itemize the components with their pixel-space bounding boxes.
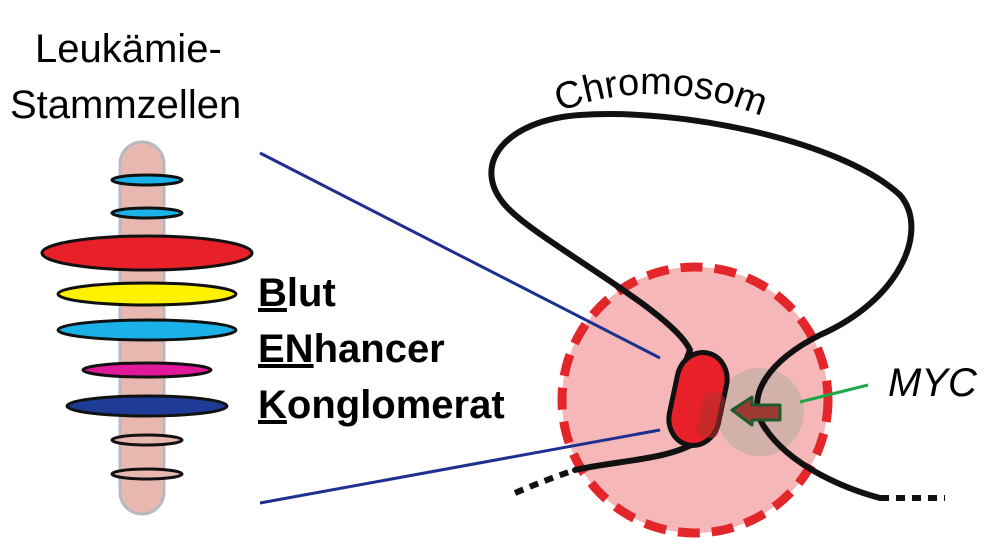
pointer-line-upper xyxy=(259,151,661,360)
svg-text:ENhancer: ENhancer xyxy=(258,327,445,371)
stem-cells-label-line1: Leukämie- xyxy=(35,27,222,71)
band-magenta xyxy=(81,361,213,379)
acronym-konglomerat: Konglomerat xyxy=(258,383,505,427)
band-cyan xyxy=(56,318,238,342)
band-red xyxy=(40,234,254,272)
band-thin-pink-1 xyxy=(110,433,184,447)
myc-gene-arrow xyxy=(730,395,782,427)
myc-gene-label: MYC xyxy=(888,361,978,405)
chromosome-loop xyxy=(488,111,915,501)
band-thin-cyan-2 xyxy=(110,206,184,220)
acronym-rest-onglomerat: onglomerat xyxy=(287,383,505,427)
acronym-initial-b: B xyxy=(258,271,287,315)
acronym-blut: Blut xyxy=(258,271,336,315)
band-thin-cyan-1 xyxy=(110,173,184,187)
acronym-rest-lut: lut xyxy=(287,271,336,315)
acronym-enhancer: ENhancer xyxy=(258,327,445,371)
acronym-initial-en: EN xyxy=(258,327,314,371)
stem-cells-label-line2: Stammzellen xyxy=(10,83,241,127)
enhancer-cluster-shade xyxy=(696,391,726,439)
band-blue xyxy=(65,394,229,418)
acronym-rest-hancer: hancer xyxy=(314,327,445,371)
acronym-initial-k: K xyxy=(258,383,287,427)
band-thin-pink-2 xyxy=(110,467,184,481)
myc-pointer-line xyxy=(799,383,869,404)
pointer-line-lower xyxy=(259,428,661,505)
chromosome-dotted-left xyxy=(513,467,576,496)
band-yellow xyxy=(56,281,238,307)
svg-text:Blut: Blut xyxy=(258,271,336,315)
svg-text:Konglomerat: Konglomerat xyxy=(258,383,505,427)
